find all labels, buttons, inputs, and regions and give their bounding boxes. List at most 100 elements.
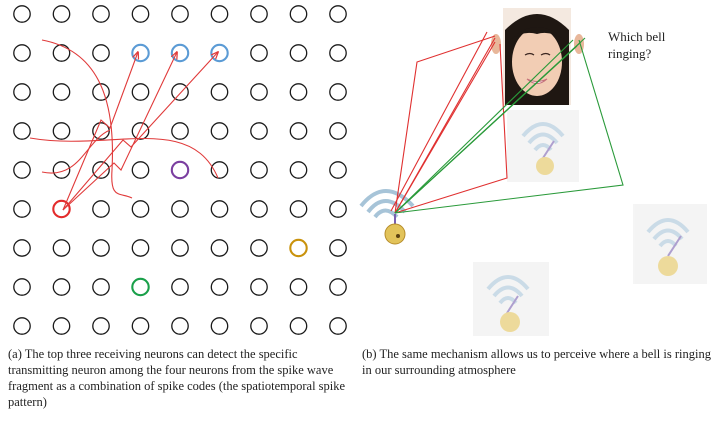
- neuron: [210, 200, 229, 218]
- neuron: [13, 200, 31, 218]
- neuron: [52, 5, 71, 23]
- neuron-receiver: [210, 43, 229, 63]
- neuron: [131, 239, 150, 257]
- neuron: [131, 161, 150, 179]
- neuron: [289, 278, 308, 296]
- question-label: Which bell ringing?: [608, 29, 666, 61]
- neuron: [52, 278, 71, 296]
- neuron: [13, 317, 31, 335]
- neuron: [289, 44, 308, 62]
- neuron: [289, 83, 308, 101]
- bell-localization-diagram: [359, 8, 707, 336]
- neuron: [210, 5, 229, 23]
- face-photo: [491, 8, 584, 105]
- neuron: [329, 317, 347, 335]
- neuron: [92, 200, 110, 218]
- neuron: [131, 83, 150, 101]
- neuron: [171, 83, 189, 101]
- spike-arrows: [29, 39, 219, 211]
- neuron: [171, 122, 189, 140]
- neuron: [289, 317, 308, 335]
- neuron-grid-diagram: [13, 5, 347, 335]
- neuron: [210, 122, 229, 140]
- neuron: [329, 5, 347, 23]
- spike-arrow-3: [62, 52, 218, 211]
- neuron-gold: [289, 238, 308, 258]
- neuron: [289, 122, 308, 140]
- neuron-green: [131, 277, 150, 297]
- bell-top-faint: [507, 110, 579, 182]
- neuron-grid: [13, 5, 347, 335]
- neuron: [250, 122, 268, 140]
- bell-bottom-faint: [473, 262, 549, 336]
- neuron: [250, 161, 268, 179]
- neuron: [171, 317, 189, 335]
- neuron: [131, 200, 150, 218]
- neuron: [92, 239, 110, 257]
- neuron: [329, 278, 347, 296]
- neuron: [13, 44, 31, 62]
- neuron: [329, 200, 347, 218]
- neuron: [250, 44, 268, 62]
- neuron: [329, 83, 347, 101]
- neuron: [210, 239, 229, 257]
- neuron: [250, 317, 268, 335]
- sound-paths-red: [390, 31, 508, 214]
- neuron: [13, 83, 31, 101]
- neuron: [329, 44, 347, 62]
- neuron: [250, 5, 268, 23]
- sound-paths-green: [394, 37, 624, 214]
- bell-right-faint: [633, 204, 707, 284]
- neuron: [131, 317, 150, 335]
- ringing-bell: [359, 189, 415, 245]
- spike-wave-curve-1: [41, 39, 133, 199]
- caption-b: (b) The same mechanism allows us to perc…: [362, 347, 711, 377]
- spike-wave-curve-3: [41, 129, 111, 174]
- neuron: [210, 317, 229, 335]
- neuron: [92, 83, 110, 101]
- neuron: [250, 83, 268, 101]
- neuron: [52, 317, 71, 335]
- neuron: [92, 278, 110, 296]
- neuron: [171, 239, 189, 257]
- neuron: [52, 44, 71, 62]
- neuron: [289, 161, 308, 179]
- neuron: [131, 122, 150, 140]
- spike-wave-curve-2: [29, 137, 219, 179]
- neuron: [92, 161, 110, 179]
- neuron: [13, 278, 31, 296]
- neuron-purple: [170, 160, 190, 180]
- neuron: [171, 5, 189, 23]
- neuron: [92, 44, 110, 62]
- neuron: [289, 5, 308, 23]
- neuron: [329, 122, 347, 140]
- caption-a: (a) The top three receiving neurons can …: [8, 347, 346, 409]
- neuron: [52, 239, 71, 257]
- neuron: [92, 122, 110, 140]
- neuron: [13, 5, 31, 23]
- spike-arrow-1: [62, 52, 138, 211]
- neuron: [171, 200, 189, 218]
- neuron: [52, 83, 71, 101]
- neuron-receiver: [131, 43, 150, 63]
- neuron: [13, 239, 31, 257]
- neuron: [250, 200, 268, 218]
- neuron: [13, 161, 31, 179]
- neuron: [210, 83, 229, 101]
- neuron-transmitter: [52, 199, 71, 219]
- neuron: [52, 122, 71, 140]
- neuron: [171, 278, 189, 296]
- neuron: [131, 5, 150, 23]
- neuron: [92, 317, 110, 335]
- neuron: [13, 122, 31, 140]
- neuron: [210, 161, 229, 179]
- neuron: [289, 200, 308, 218]
- left-ear: [491, 34, 501, 54]
- spike-arrow-2: [62, 52, 177, 211]
- neuron: [210, 278, 229, 296]
- neuron: [52, 161, 71, 179]
- neuron: [250, 278, 268, 296]
- neuron: [250, 239, 268, 257]
- neuron: [329, 161, 347, 179]
- neuron: [329, 239, 347, 257]
